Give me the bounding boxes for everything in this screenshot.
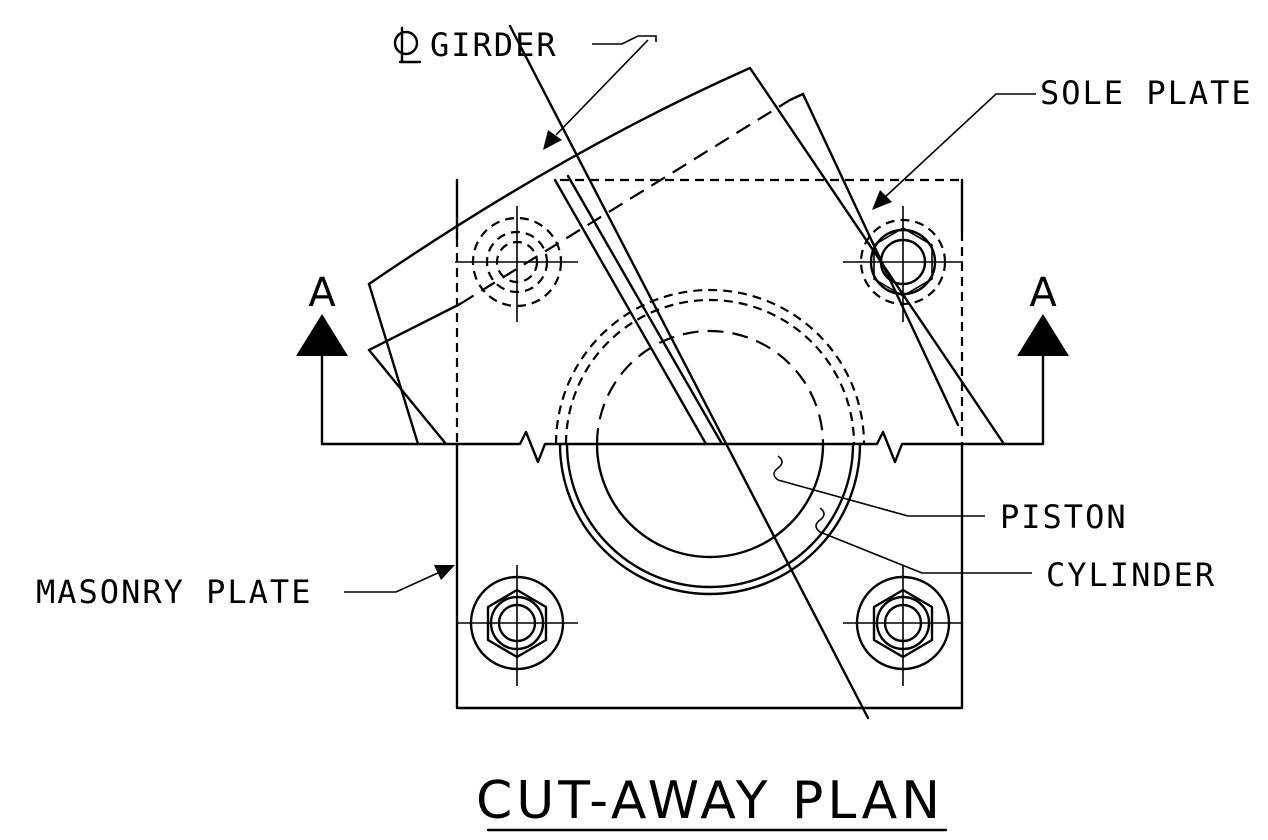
sole-plate-label: SOLE PLATE: [1040, 74, 1253, 112]
section-marker-left: A: [296, 270, 348, 356]
cylinder-label: CYLINDER: [1046, 556, 1216, 594]
callout-girder: GIRDER: [393, 26, 657, 150]
section-marker-right: A: [1017, 270, 1069, 356]
piston-cylinder: [554, 288, 866, 596]
drawing-title: CUT-AWAY PLAN: [476, 771, 948, 832]
callout-piston: PISTON: [777, 479, 1128, 536]
piston-label: PISTON: [1000, 498, 1128, 536]
callout-cylinder: CYLINDER: [819, 531, 1216, 594]
girder-centerline: [508, 24, 870, 720]
section-label-right: A: [1029, 270, 1057, 316]
arrow-girder-icon: [543, 130, 562, 150]
girder-label: GIRDER: [430, 26, 558, 64]
centerline-icon: [393, 26, 422, 64]
arrow-sole-plate-icon: [872, 190, 892, 210]
callout-sole-plate: SOLE PLATE: [872, 74, 1253, 210]
arrow-masonry-plate-icon: [434, 565, 455, 580]
section-arrow-right-icon: [1017, 314, 1069, 356]
section-arrow-left-icon: [296, 314, 348, 356]
masonry-plate: [455, 178, 964, 710]
sole-plate: [367, 66, 1006, 446]
callout-masonry-plate: MASONRY PLATE: [36, 565, 455, 611]
section-label-left: A: [308, 270, 336, 316]
cut-line: [320, 354, 1045, 464]
anchor-bolt-bottom-right: [843, 565, 962, 686]
anchor-bolt-bottom-left: [457, 565, 578, 686]
anchor-bolt-top-right: [843, 206, 963, 322]
title-text: CUT-AWAY PLAN: [476, 771, 944, 831]
anchor-bolt-top-left: [455, 206, 578, 322]
masonry-plate-label: MASONRY PLATE: [36, 573, 312, 611]
